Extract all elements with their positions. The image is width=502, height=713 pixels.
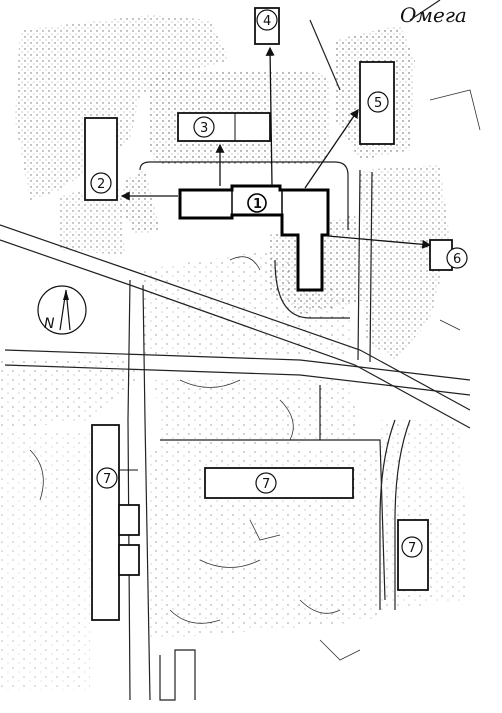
header-text: Омега (400, 3, 467, 27)
building-2-label: 2 (97, 177, 105, 192)
building-7-east-label: 7 (408, 541, 416, 556)
roads (0, 0, 471, 701)
building-7-east[interactable]: 7 (397, 519, 429, 591)
building-5[interactable]: 5 (359, 61, 395, 145)
north-label: N (44, 316, 55, 332)
building-3-label: 3 (200, 121, 208, 136)
building-7-west[interactable]: 7 (91, 424, 140, 621)
building-1[interactable]: 1 (178, 184, 330, 292)
building-2[interactable]: 2 (84, 117, 118, 201)
building-1-label: 1 (253, 197, 262, 212)
building-7-center-label: 7 (262, 477, 270, 492)
building-5-label: 5 (374, 96, 382, 111)
building-4[interactable]: 4 (254, 7, 280, 45)
building-3[interactable]: 3 (177, 112, 271, 142)
north-arrow: N (37, 285, 87, 335)
sketch-details (29, 89, 481, 661)
building-6[interactable]: 6 (429, 239, 468, 271)
building-6-label: 6 (453, 252, 461, 267)
building-4-label: 4 (263, 14, 271, 29)
building-7-west-label: 7 (103, 472, 111, 487)
connection-arrows (120, 46, 432, 249)
building-7-center[interactable]: 7 (204, 467, 354, 499)
